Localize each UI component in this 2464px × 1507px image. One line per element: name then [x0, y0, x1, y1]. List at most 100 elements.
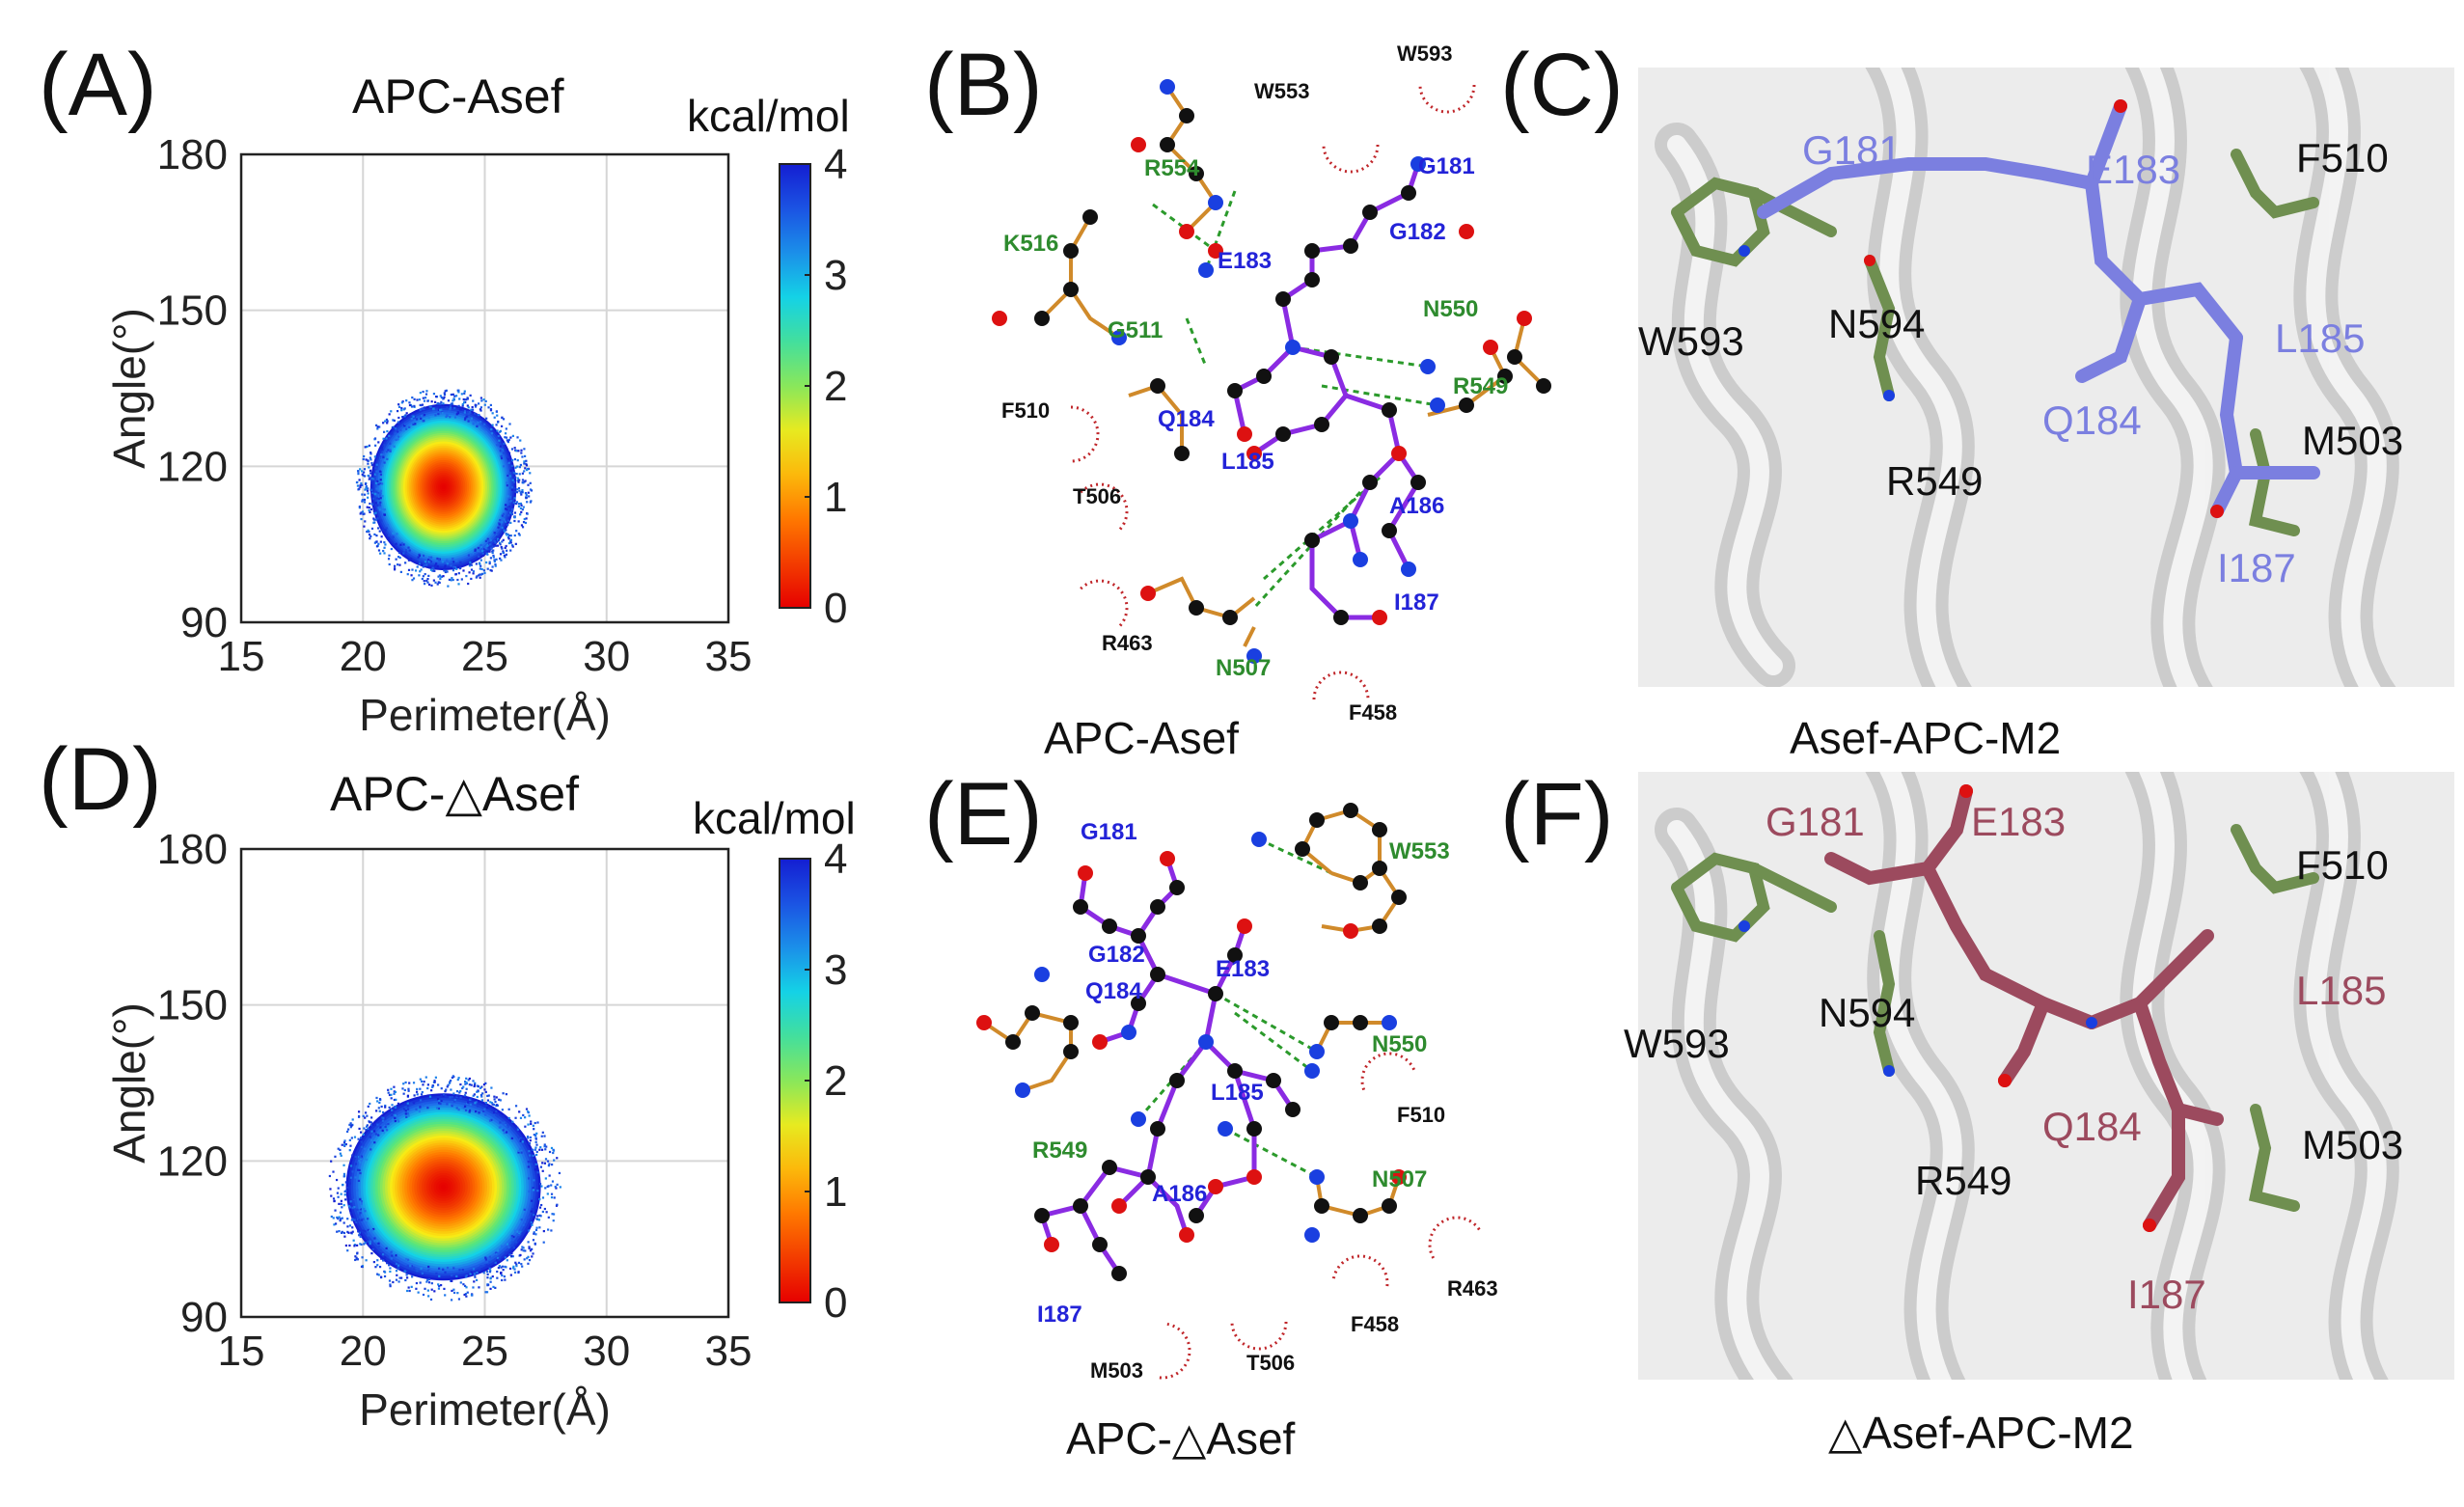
- label-n594-f: N594: [1819, 990, 1916, 1035]
- a-ytick-label: 150: [157, 288, 228, 335]
- res-label-k516-b: K516: [1003, 231, 1058, 257]
- hyd-label-f510-b: F510: [1001, 398, 1050, 423]
- lig-label-e183-b: E183: [1218, 248, 1272, 274]
- hyd-label-t506-b: T506: [1073, 484, 1121, 508]
- d-xtick-label: 30: [583, 1328, 630, 1375]
- lig-label-l185-e: L185: [1211, 1080, 1264, 1106]
- a-colorbar-tick-label: 1: [824, 474, 847, 521]
- label-r549-c: R549: [1886, 458, 1984, 504]
- d-energy-basin: [328, 1075, 561, 1302]
- hyd-label-f458-b: F458: [1349, 700, 1397, 725]
- hyd-label-r463-e: R463: [1447, 1276, 1498, 1301]
- label-m503-c: M503: [2302, 418, 2404, 463]
- hyd-label-m503-e: M503: [1090, 1358, 1143, 1383]
- label-e183-c: E183: [2086, 147, 2181, 192]
- ligplot-e: G181 G182 E183 Q184 L185 A186 I187 W553 …: [976, 803, 1498, 1384]
- caption-c: Asef-APC-M2: [1790, 713, 2062, 763]
- res-label-r549-e: R549: [1032, 1137, 1087, 1164]
- a-ytick-label: 180: [157, 135, 228, 178]
- a-energy-basin: [355, 389, 534, 588]
- lig-label-i187-b: I187: [1394, 589, 1439, 616]
- ligplot-b-labels: G181 G182 E183 Q184 L185 A186 I187 R554 …: [1001, 41, 1508, 725]
- panel-letter-d: (D): [39, 730, 162, 829]
- res-label-n507-e: N507: [1372, 1166, 1427, 1192]
- ligplot-b: G181 G182 E183 Q184 L185 A186 I187 R554 …: [992, 41, 1551, 725]
- a-xtick-label: 35: [705, 633, 753, 680]
- label-m503-f: M503: [2302, 1122, 2404, 1167]
- label-f510-f: F510: [2296, 842, 2389, 888]
- d-colorbar-tick-label: 3: [824, 946, 847, 994]
- label-g181-f: G181: [1766, 799, 1865, 844]
- panel-letter-f: (F): [1500, 765, 1614, 863]
- a-axes-frame: [239, 152, 730, 624]
- panel-letter-c: (C): [1500, 36, 1624, 134]
- d-ytick-label: 150: [157, 982, 228, 1029]
- atoms-b: [992, 79, 1551, 664]
- panel-letter-a: (A): [39, 36, 157, 134]
- d-xtick-label: 35: [705, 1328, 753, 1375]
- label-w593-c: W593: [1638, 318, 1744, 364]
- res-label-r549-b: R549: [1453, 373, 1508, 399]
- label-i187-c: I187: [2217, 545, 2296, 590]
- a-ytick-label: 90: [180, 599, 228, 646]
- label-i187-f: I187: [2127, 1272, 2206, 1317]
- caption-e: APC-△Asef: [1066, 1413, 1296, 1464]
- a-xtick-label: 20: [340, 633, 387, 680]
- colorbar-unit-a: kcal/mol: [687, 91, 850, 141]
- atoms-e: [976, 803, 1407, 1281]
- panel-letter-e: (E): [924, 765, 1043, 863]
- hyd-label-f510-e: F510: [1397, 1103, 1445, 1127]
- a-colorbar-tick-label: 2: [824, 363, 847, 410]
- d-xtick-label: 20: [340, 1328, 387, 1375]
- label-l185-c: L185: [2275, 315, 2366, 361]
- label-n594-c: N594: [1828, 301, 1926, 346]
- lig-label-g181-e: G181: [1081, 819, 1137, 845]
- caption-b: APC-Asef: [1044, 713, 1239, 763]
- res-label-n507-b: N507: [1216, 655, 1271, 681]
- d-xlabel: Perimeter(Å): [359, 1384, 611, 1435]
- hyd-label-r463-b: R463: [1102, 631, 1153, 655]
- hyd-label-w593-b: W593: [1397, 41, 1452, 66]
- a-colorbar-tick-label: 0: [824, 585, 847, 632]
- label-e183-f: E183: [1971, 799, 2067, 844]
- label-r549-f: R549: [1915, 1158, 2012, 1203]
- res-label-r554-b: R554: [1144, 155, 1200, 181]
- lig-label-q184-e: Q184: [1085, 978, 1142, 1004]
- a-ylabel: Angle(°): [104, 308, 154, 469]
- label-q184-f: Q184: [2042, 1104, 2142, 1149]
- d-ytick-label: 90: [180, 1294, 228, 1341]
- structure-image-f: [1638, 772, 2454, 1380]
- d-colorbar-tick-label: 1: [824, 1168, 847, 1216]
- label-g181-c: G181: [1802, 127, 1902, 173]
- a-colorbar-tick-label: 3: [824, 252, 847, 299]
- d-axes-frame: [239, 847, 730, 1319]
- a-basin-level: [441, 484, 446, 490]
- lig-label-g182-e: G182: [1088, 942, 1145, 968]
- label-f510-c: F510: [2296, 135, 2389, 180]
- label-q184-c: Q184: [2042, 397, 2142, 443]
- panel-letter-b: (B): [924, 36, 1043, 134]
- res-label-n550-b: N550: [1423, 296, 1478, 322]
- a-xtick-label: 15: [218, 633, 265, 680]
- d-colorbar-tick-label: 2: [824, 1057, 847, 1105]
- plot-title-a: APC-Asef: [352, 69, 564, 123]
- a-colorbar-tick-label: 4: [824, 141, 847, 188]
- a-xlabel: Perimeter(Å): [359, 690, 611, 740]
- res-label-g511-b: G511: [1108, 317, 1163, 343]
- label-w593-f: W593: [1624, 1021, 1730, 1066]
- caption-f: △Asef-APC-M2: [1828, 1408, 2134, 1458]
- lig-label-a186-e: A186: [1152, 1181, 1207, 1207]
- res-label-w553-e: W553: [1389, 838, 1450, 864]
- lig-label-e183-e: E183: [1216, 956, 1270, 982]
- lig-label-i187-e: I187: [1037, 1302, 1082, 1328]
- a-xtick-label: 25: [461, 633, 508, 680]
- d-ytick-label: 120: [157, 1137, 228, 1185]
- hyd-label-f458-e: F458: [1351, 1312, 1399, 1336]
- d-colorbar-tick-label: 0: [824, 1279, 847, 1327]
- hyd-label-t506-e: T506: [1246, 1351, 1295, 1375]
- hydrophobic-arcs-e: [1156, 1044, 1482, 1384]
- lig-label-g182-b: G182: [1389, 219, 1446, 245]
- d-xtick-label: 15: [218, 1328, 265, 1375]
